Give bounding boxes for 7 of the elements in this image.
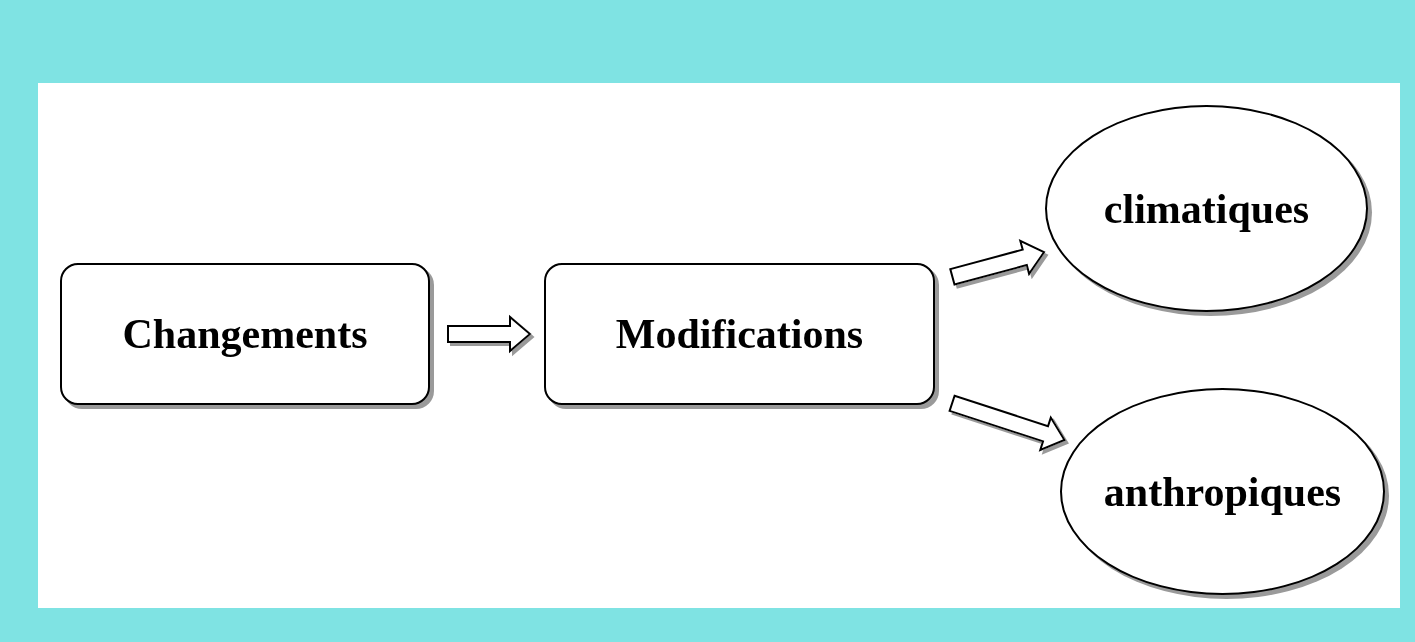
- node-label: anthropiques: [1103, 467, 1342, 516]
- block-arrow: [948, 394, 1066, 452]
- node-label: Modifications: [615, 310, 864, 358]
- block-arrow: [949, 239, 1046, 286]
- block-arrow: [447, 314, 532, 354]
- node-label: climatiques: [1103, 184, 1310, 233]
- node-label: Changements: [122, 310, 368, 358]
